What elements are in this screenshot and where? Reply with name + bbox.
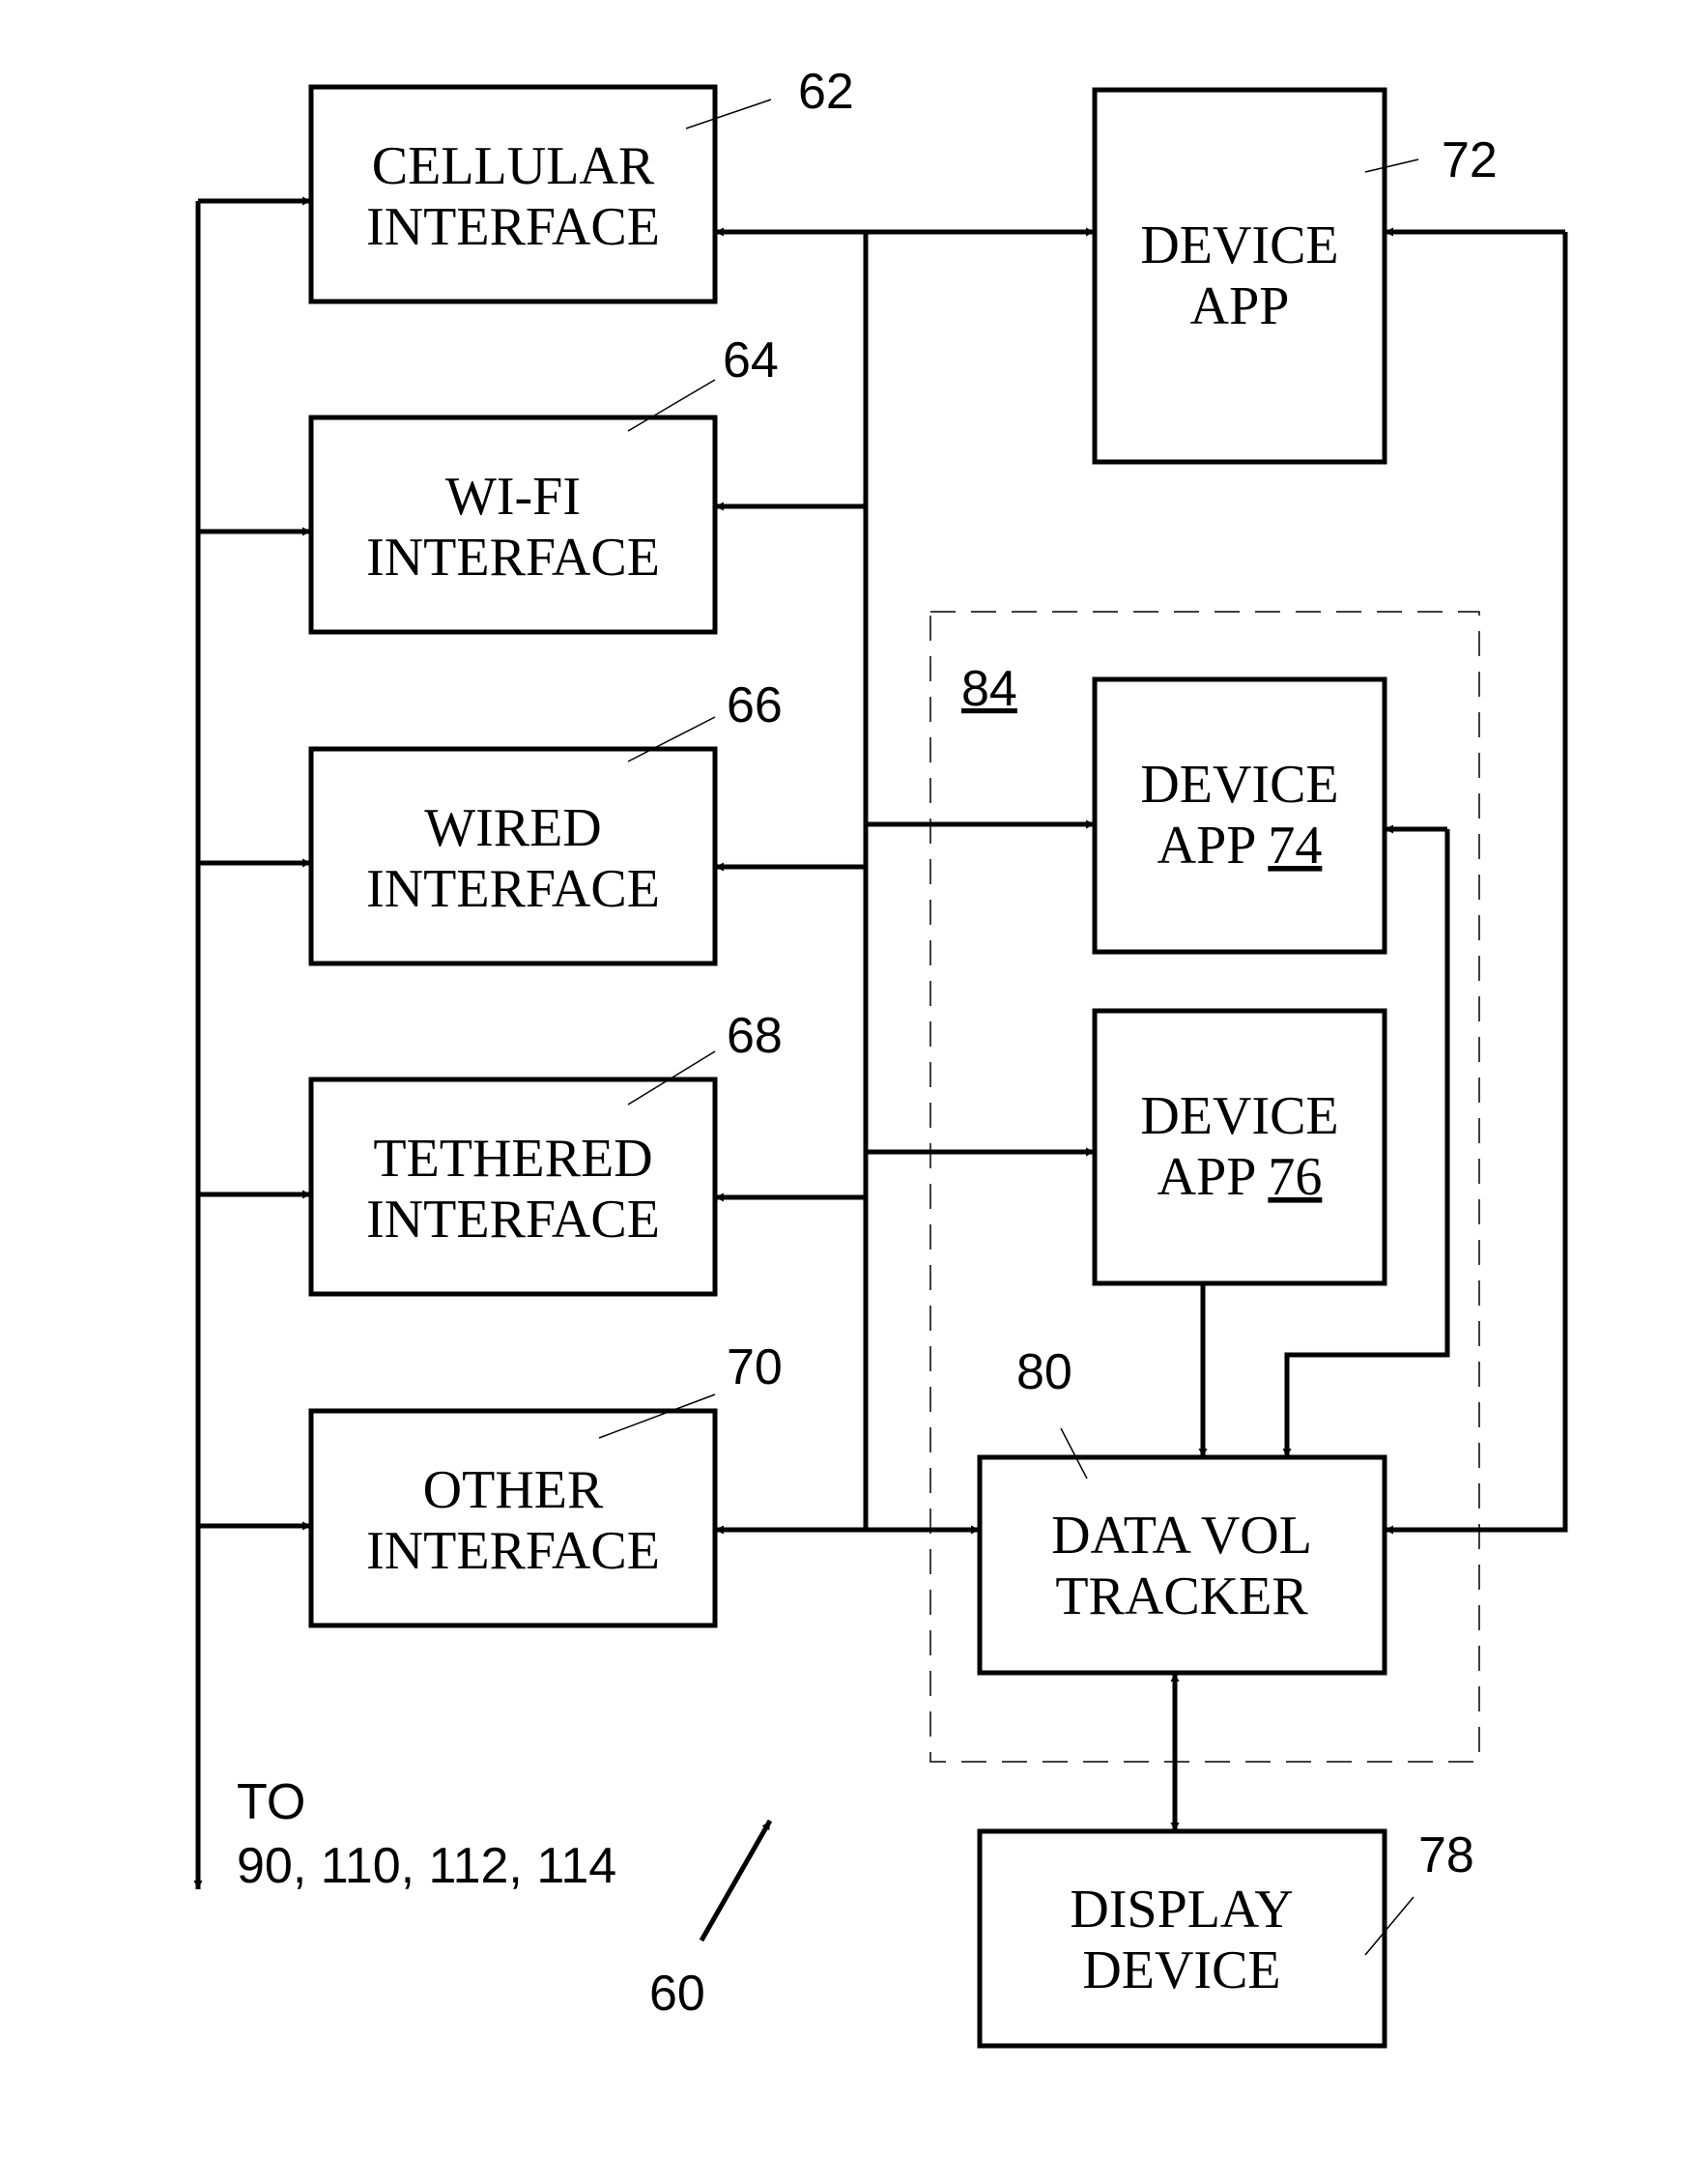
ref-72: 72 <box>1442 132 1498 188</box>
svg-text:WI-FI: WI-FI <box>445 467 581 527</box>
output-label-line1: TO <box>237 1774 305 1830</box>
svg-text:DISPLAY: DISPLAY <box>1070 1880 1293 1940</box>
svg-text:APP: APP <box>1190 276 1290 336</box>
ref-64: 64 <box>723 332 779 388</box>
left-bus <box>198 201 311 1889</box>
ref-80: 80 <box>1016 1344 1072 1400</box>
device-app-76-box: DEVICE APP 76 <box>1095 1011 1385 1283</box>
svg-text:INTERFACE: INTERFACE <box>366 528 660 588</box>
data-vol-tracker-box: DATA VOL TRACKER <box>980 1457 1385 1673</box>
figure-ref-60: 60 <box>649 1966 705 2022</box>
svg-text:APP 74: APP 74 <box>1157 816 1323 876</box>
svg-text:INTERFACE: INTERFACE <box>366 1190 660 1250</box>
svg-text:DEVICE: DEVICE <box>1140 1086 1338 1146</box>
device-app-box: DEVICE APP <box>1095 90 1385 462</box>
svg-text:DEVICE: DEVICE <box>1082 1940 1280 2000</box>
svg-text:INTERFACE: INTERFACE <box>366 197 660 257</box>
wired-interface-box: WIRED INTERFACE <box>311 749 715 963</box>
ref-78: 78 <box>1418 1827 1474 1883</box>
svg-text:INTERFACE: INTERFACE <box>366 1521 660 1581</box>
ref-70: 70 <box>727 1339 783 1395</box>
middle-bus <box>715 232 1095 1530</box>
tethered-interface-box: TETHERED INTERFACE <box>311 1079 715 1294</box>
svg-text:DEVICE: DEVICE <box>1140 755 1338 815</box>
figure-ref-arrow <box>701 1821 770 1940</box>
svg-text:TETHERED: TETHERED <box>373 1129 652 1189</box>
svg-text:APP 76: APP 76 <box>1157 1147 1323 1207</box>
ref-62: 62 <box>798 64 854 120</box>
svg-text:OTHER: OTHER <box>423 1460 604 1520</box>
svg-text:WIRED: WIRED <box>424 798 602 858</box>
svg-text:CELLULAR: CELLULAR <box>372 136 655 196</box>
cellular-interface-box: CELLULAR INTERFACE <box>311 87 715 302</box>
ref-68: 68 <box>727 1008 783 1064</box>
svg-text:DATA VOL: DATA VOL <box>1051 1506 1312 1566</box>
group-84-label: 84 <box>961 661 1017 717</box>
wifi-interface-box: WI-FI INTERFACE <box>311 417 715 632</box>
svg-text:TRACKER: TRACKER <box>1055 1566 1308 1626</box>
device-app-74-box: DEVICE APP 74 <box>1095 679 1385 952</box>
output-label-line2: 90, 110, 112, 114 <box>237 1838 616 1894</box>
ref-66: 66 <box>727 677 783 733</box>
display-device-box: DISPLAY DEVICE <box>980 1831 1385 2046</box>
other-interface-box: OTHER INTERFACE <box>311 1411 715 1625</box>
svg-text:DEVICE: DEVICE <box>1140 216 1338 275</box>
svg-text:INTERFACE: INTERFACE <box>366 859 660 919</box>
